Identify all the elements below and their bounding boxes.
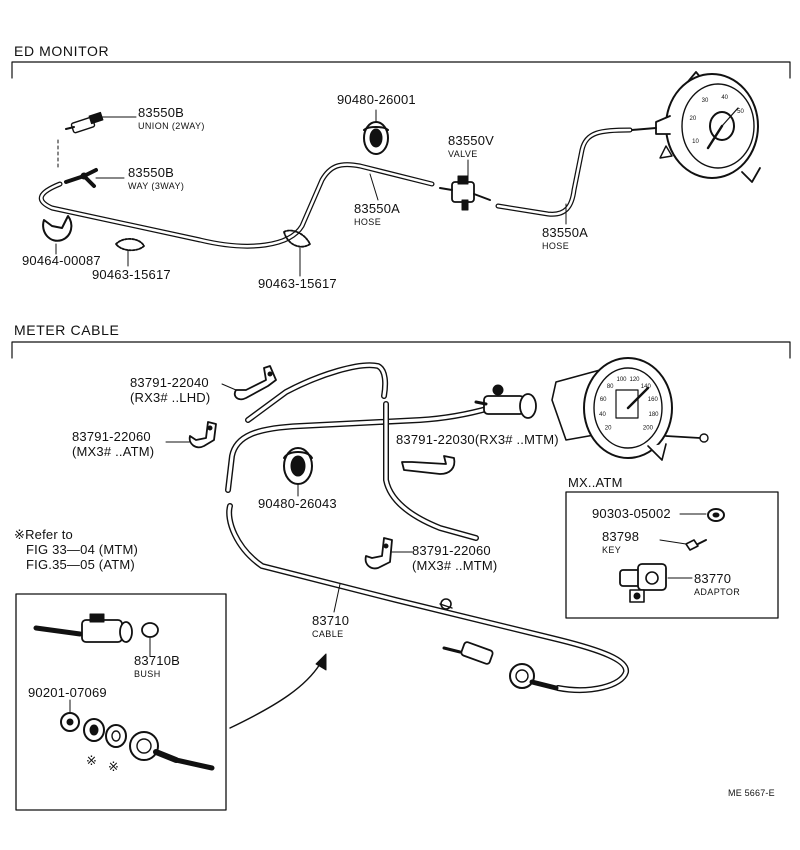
inset-box <box>15 593 227 811</box>
grommet-90480-26001 <box>363 121 389 155</box>
label-90463-15617-b: 90463-15617 <box>258 276 337 291</box>
inset-cable-end <box>33 613 159 643</box>
dial-mark: 20 <box>690 116 697 122</box>
ed-monitor-gauge <box>631 71 761 183</box>
label-83791-22040: 83791-22040 <box>130 375 209 390</box>
meter-cable-frame <box>11 341 791 359</box>
ed-gauge-marks: 10 20 30 40 50 <box>690 95 745 145</box>
dial-mark: 180 <box>648 412 659 418</box>
inset-mark-1: ※ <box>86 753 98 768</box>
label-90480-26001: 90480-26001 <box>337 92 416 107</box>
dial-mark: 60 <box>600 397 607 403</box>
label-83550a-right-desc: HOSE <box>542 241 570 251</box>
mx-atm-box <box>565 491 779 619</box>
label-90463-15617-a: 90463-15617 <box>92 267 171 282</box>
label-83550a-left: 83550A <box>354 201 401 216</box>
union-2way-part <box>65 111 104 134</box>
label-83710b: 83710B <box>134 653 181 668</box>
label-90480-26043: 90480-26043 <box>258 496 337 511</box>
label-83791-22060-mtm: 83791-22060 <box>412 543 491 558</box>
valve-83550v <box>439 175 491 211</box>
label-90464-00087: 90464-00087 <box>22 253 101 268</box>
label-90303-05002: 90303-05002 <box>592 506 671 521</box>
cable-end-fitting <box>442 641 559 691</box>
dial-mark: 100 <box>616 377 627 383</box>
dial-mark: 30 <box>702 98 709 104</box>
dial-mark: 80 <box>607 384 614 390</box>
label-83791-22060-mtm-desc: (MX3# ..MTM) <box>412 558 498 573</box>
adaptor-83770 <box>619 563 667 603</box>
dial-mark: 120 <box>629 377 640 383</box>
dial-mark: 200 <box>643 425 654 431</box>
label-83550a-left-desc: HOSE <box>354 217 382 227</box>
refer-note-line2: FIG 33—04 (MTM) <box>26 542 139 557</box>
label-83550b-way-desc: WAY (3WAY) <box>128 181 185 191</box>
clip-90463-15617-a <box>115 238 145 252</box>
ed-monitor-frame <box>11 61 791 79</box>
mx-atm-title: MX..ATM <box>568 475 623 490</box>
dial-mark: 50 <box>737 109 744 115</box>
inset-mark-2: ※ <box>108 759 120 774</box>
dial-mark: 40 <box>721 95 728 101</box>
dial-mark: 20 <box>605 425 612 431</box>
label-83791-22030: 83791-22030(RX3# ..MTM) <box>396 432 559 447</box>
dial-mark: 140 <box>641 384 652 390</box>
label-83770-desc: ADAPTOR <box>694 587 741 597</box>
label-83550a-right: 83550A <box>542 225 589 240</box>
figure-code: ME 5667-E <box>728 788 775 798</box>
inset-washers <box>83 718 127 748</box>
cable-middle <box>225 405 493 493</box>
dial-mark: 160 <box>648 397 659 403</box>
section-title-ed-monitor: ED MONITOR <box>14 43 110 59</box>
inset-meter-end <box>129 731 215 771</box>
refer-note-line1: ※Refer to <box>14 527 73 542</box>
label-90201-07069: 90201-07069 <box>28 685 107 700</box>
label-83798: 83798 <box>602 529 640 544</box>
label-83791-22060-atm: 83791-22060 <box>72 429 151 444</box>
label-83710-desc: CABLE <box>312 629 344 639</box>
clamp-83791-22030 <box>401 455 456 475</box>
label-83550v: 83550V <box>448 133 495 148</box>
hose-83550a-right <box>495 127 633 217</box>
way-3way-part <box>64 168 98 188</box>
clip-90463-15617-b <box>283 229 311 248</box>
label-83550b-way: 83550B <box>128 165 175 180</box>
label-83710b-desc: BUSH <box>134 669 161 679</box>
label-83550v-desc: VALVE <box>448 149 478 159</box>
label-83710: 83710 <box>312 613 350 628</box>
section-title-meter-cable: METER CABLE <box>14 322 120 338</box>
clamp-83791-22040 <box>233 365 277 401</box>
nut-90201-07069 <box>60 712 80 732</box>
speedo-connector <box>474 384 537 419</box>
refer-note-line3: FIG.35—05 (ATM) <box>26 557 135 572</box>
speedometer <box>551 357 709 461</box>
label-83550b-union: 83550B <box>138 105 185 120</box>
label-83791-22060-atm-desc: (MX3# ..ATM) <box>72 444 155 459</box>
clamp-83791-22060-atm <box>188 421 217 449</box>
grommet-90480-26043 <box>283 447 313 485</box>
label-83791-22040-desc: (RX3# ..LHD) <box>130 390 211 405</box>
clamp-83791-22060-mtm <box>364 537 393 570</box>
label-83550b-union-desc: UNION (2WAY) <box>138 121 205 131</box>
clip-90464-00087 <box>42 215 73 242</box>
dial-mark: 40 <box>599 412 606 418</box>
label-83798-desc: KEY <box>602 545 622 555</box>
dial-mark: 10 <box>692 139 699 145</box>
inset-arrow <box>229 663 321 729</box>
key-83798 <box>685 539 707 551</box>
label-83770: 83770 <box>694 571 732 586</box>
part-90303-05002 <box>707 508 725 522</box>
